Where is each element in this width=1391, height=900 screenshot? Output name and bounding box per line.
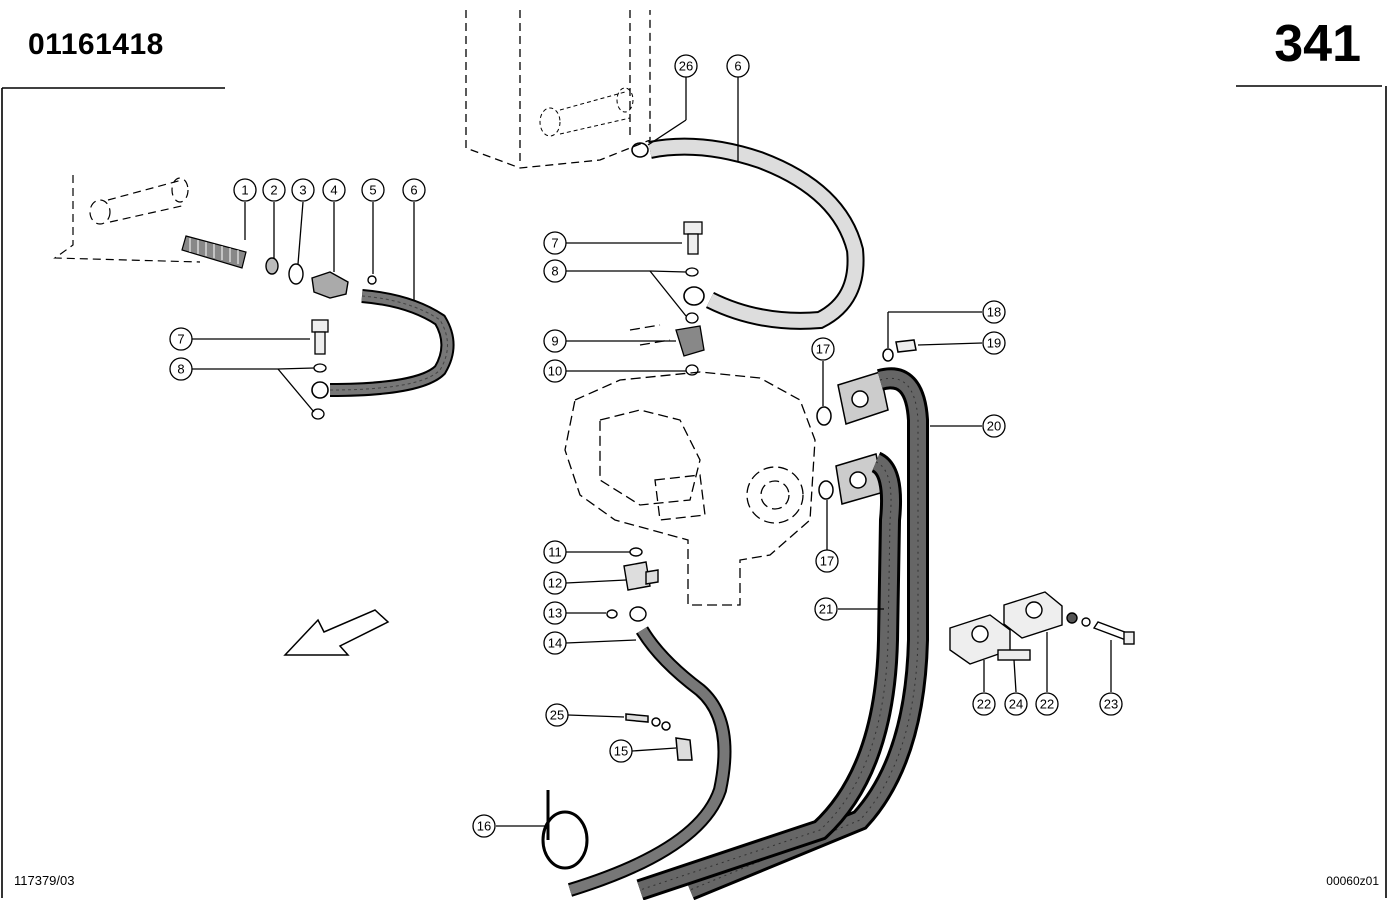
pressure-flanges (816, 339, 917, 505)
svg-text:22: 22 (1040, 697, 1054, 712)
svg-text:7: 7 (177, 332, 184, 347)
callout-18: 18 (887, 300, 1006, 348)
direction-arrow (283, 609, 390, 656)
callout-21: 21 (814, 597, 884, 621)
callout-22-right: 22 (1035, 632, 1059, 716)
callout-22-left: 22 (972, 660, 996, 716)
page-number: 341 (1274, 15, 1361, 73)
svg-text:20: 20 (987, 419, 1001, 434)
svg-text:5: 5 (369, 183, 376, 198)
callout-6-left: 6 (402, 178, 426, 300)
callout-4: 4 (322, 178, 346, 272)
callout-19: 19 (917, 331, 1006, 355)
callouts: 1 2 3 4 5 6 26 6 7 8 9 10 7 8 17 18 19 2… (169, 54, 1123, 838)
callout-26: 26 (647, 54, 698, 146)
tank-filter-ghost (539, 87, 634, 137)
svg-text:22: 22 (977, 697, 991, 712)
left-small-parts (265, 257, 377, 299)
callout-24: 24 (1004, 659, 1028, 716)
callout-23: 23 (1099, 640, 1123, 716)
left-tank-outline (53, 175, 201, 263)
svg-text:2: 2 (270, 183, 277, 198)
callout-6-top: 6 (726, 54, 750, 162)
callout-3: 3 (291, 178, 315, 265)
left-hose (311, 289, 455, 399)
callout-25: 25 (545, 703, 625, 727)
svg-text:19: 19 (987, 336, 1001, 351)
callout-17-upper: 17 (811, 337, 835, 406)
callout-13: 13 (543, 601, 606, 625)
svg-text:6: 6 (410, 183, 417, 198)
callout-12: 12 (543, 571, 627, 595)
svg-text:17: 17 (816, 342, 830, 357)
svg-text:1: 1 (241, 183, 248, 198)
document-number: 01161418 (28, 28, 164, 61)
suction-filter (181, 235, 247, 269)
callout-2: 2 (262, 178, 286, 258)
svg-text:6: 6 (734, 59, 741, 74)
image-code: 00060z01 (1326, 874, 1379, 888)
hose-clamp-blocks (949, 591, 1135, 665)
svg-text:26: 26 (679, 59, 693, 74)
pressure-hoses (636, 367, 929, 900)
svg-text:17: 17 (820, 554, 834, 569)
svg-text:7: 7 (551, 236, 558, 251)
svg-text:25: 25 (550, 708, 564, 723)
svg-text:8: 8 (177, 362, 184, 377)
callout-5: 5 (361, 178, 385, 274)
svg-text:9: 9 (551, 334, 558, 349)
callout-8-left: 8 (169, 357, 315, 413)
callout-20: 20 (930, 414, 1006, 438)
callout-7-left: 7 (169, 327, 310, 351)
svg-text:16: 16 (477, 819, 491, 834)
svg-text:14: 14 (548, 636, 562, 651)
callout-11: 11 (543, 540, 630, 564)
svg-text:15: 15 (614, 744, 628, 759)
drain-hose (567, 626, 732, 897)
callout-16: 16 (472, 814, 545, 838)
callout-9: 9 (543, 329, 676, 353)
svg-text:3: 3 (299, 183, 306, 198)
svg-text:13: 13 (548, 606, 562, 621)
frame-lines (1, 85, 1387, 898)
return-hose (631, 137, 865, 330)
svg-text:11: 11 (548, 545, 562, 560)
hydraulic-pump-outline (564, 324, 816, 606)
callout-8-center: 8 (543, 259, 687, 317)
callout-15: 15 (609, 739, 677, 763)
callout-7-center: 7 (543, 231, 682, 255)
callout-10: 10 (543, 359, 686, 383)
svg-text:24: 24 (1009, 697, 1023, 712)
svg-text:12: 12 (548, 576, 562, 591)
callout-17-lower: 17 (815, 500, 839, 573)
svg-text:4: 4 (330, 183, 337, 198)
hose-clamp-parts (541, 713, 693, 870)
svg-text:21: 21 (819, 602, 833, 617)
svg-text:8: 8 (551, 264, 558, 279)
drain-fittings (606, 547, 659, 622)
callout-1: 1 (233, 178, 257, 240)
svg-text:10: 10 (548, 364, 562, 379)
svg-text:23: 23 (1104, 697, 1118, 712)
svg-text:18: 18 (987, 305, 1001, 320)
left-banjo-bolt (311, 319, 329, 420)
callout-14: 14 (543, 631, 637, 655)
center-banjo-bolt (675, 221, 705, 376)
drawing-reference: 117379/03 (14, 873, 75, 888)
